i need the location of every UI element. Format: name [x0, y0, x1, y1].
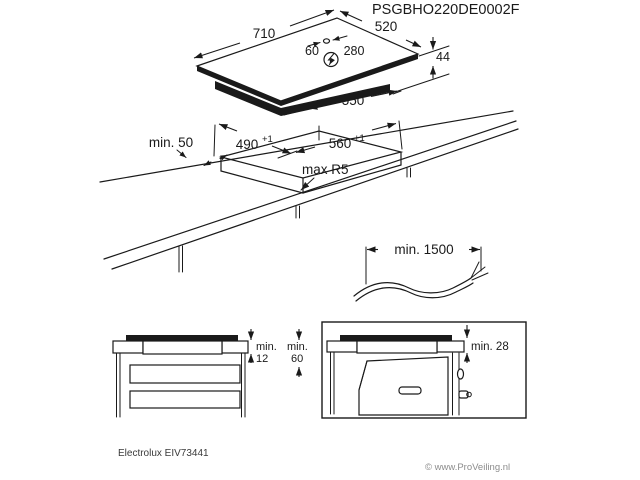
power-cable-view: min. 1500 — [353, 242, 489, 302]
connection-offset-small-label: 60 — [305, 44, 319, 58]
hob-height-label: 44 — [436, 50, 450, 64]
oven-hinge — [456, 368, 465, 380]
drawing-code: PSGBHO220DE0002F — [372, 2, 520, 18]
cable-length-label: min. 1500 — [394, 242, 453, 257]
power-cable — [353, 277, 472, 297]
hob-casing-section — [356, 340, 438, 354]
hob-depth-label: 520 — [375, 19, 398, 34]
worktop-cutout-view: 490 +1 560 +1 min. 50 max R5 — [99, 110, 519, 273]
hob-casing-section — [142, 340, 223, 355]
drawer-front-1 — [129, 364, 241, 384]
power-connection-icon — [323, 51, 339, 68]
oven-handle — [398, 386, 422, 395]
front-clearance-label: min. 50 — [149, 135, 193, 150]
model-label: Electrolux EIV73441 — [118, 448, 209, 459]
oven-screw — [458, 390, 469, 399]
cutout-depth-tolerance: +1 — [262, 134, 273, 145]
oven-body — [358, 356, 449, 416]
drawer-front-2 — [129, 390, 241, 409]
oven-clearance-section: min. 28 — [321, 321, 527, 419]
hob-gap-value: 12 — [256, 353, 268, 365]
worktop-left — [326, 340, 358, 353]
cutout-width-tolerance: +1 — [354, 133, 365, 144]
corner-radius-label: max R5 — [302, 162, 349, 177]
hob-width-label: 710 — [253, 26, 276, 41]
connection-point-marker — [322, 38, 331, 44]
hob-casing — [215, 81, 390, 116]
drawer-gap-value: 60 — [291, 353, 303, 365]
hob-glass-section — [340, 335, 452, 341]
hob-glass-section — [126, 335, 238, 341]
hob-base-width-label: 550 — [342, 93, 365, 108]
hob-glass-edge — [197, 54, 418, 106]
worktop-right — [436, 340, 465, 353]
oven-gap-label: min. 28 — [471, 341, 509, 353]
worktop-left — [112, 340, 144, 354]
cutout-depth-label: 490 — [236, 137, 259, 152]
hob-gap-label: min. — [256, 341, 277, 353]
drawer-clearance-section: min. 12 min. 60 — [112, 329, 308, 418]
connection-offset-large-label: 280 — [344, 44, 365, 58]
cutout-width-label: 560 — [329, 136, 352, 151]
drawer-gap-label: min. — [287, 341, 308, 353]
worktop-right — [221, 340, 249, 354]
watermark: © www.ProVeiling.nl — [425, 462, 510, 473]
hob-isometric-view: 710 520 60 280 44 550 — [193, 9, 450, 116]
